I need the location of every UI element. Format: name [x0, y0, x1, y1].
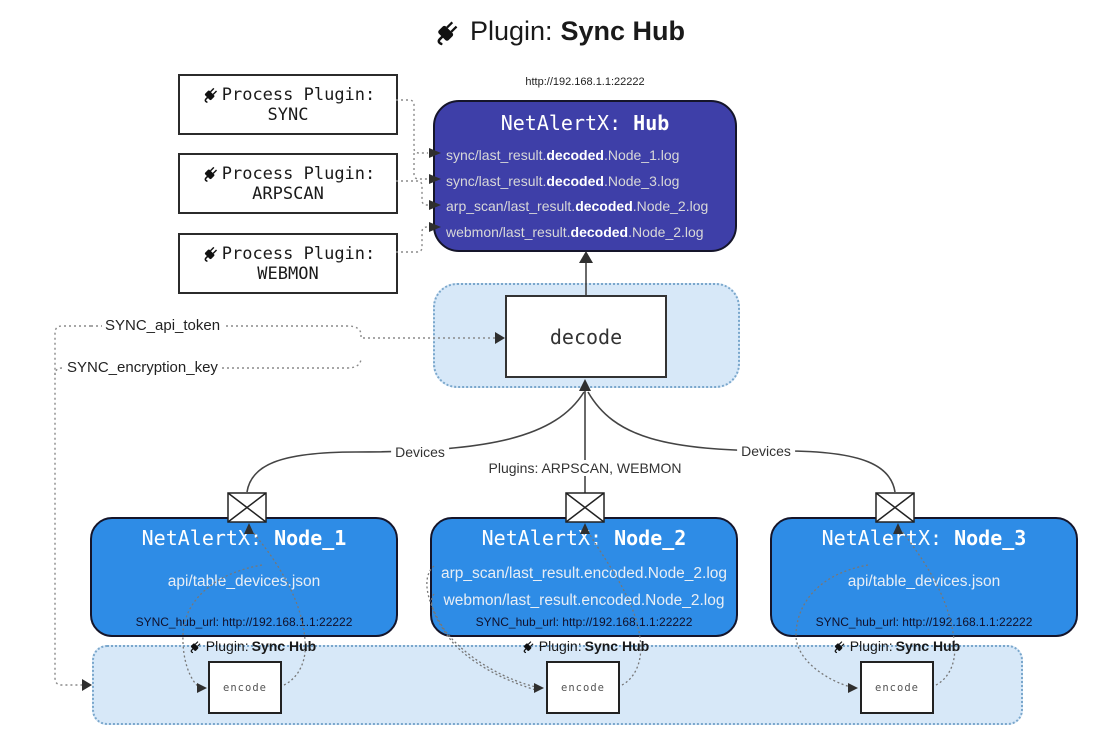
node3-box: NetAlertX: Node_3 api/table_devices.json…	[770, 517, 1078, 637]
plug-icon	[520, 639, 536, 654]
node1-box: NetAlertX: Node_1 api/table_devices.json…	[90, 517, 398, 637]
hub-title-pre: NetAlertX:	[500, 111, 634, 135]
process-plugin-name: SYNC	[267, 104, 309, 125]
node-title: NetAlertX: Node_1	[141, 526, 347, 550]
node-footer: SYNC_hub_url: http://192.168.1.1:22222	[135, 615, 353, 629]
hub-log-line: webmon/last_result.decoded.Node_2.log	[446, 223, 704, 240]
devices-edge-label-left: Devices	[391, 444, 449, 460]
devices-edge-label-right: Devices	[737, 443, 795, 459]
process-plugin-arpscan-box: Process Plugin: ARPSCAN	[178, 153, 398, 214]
plug-icon	[200, 164, 219, 183]
node-title: NetAlertX: Node_2	[481, 526, 687, 550]
title-bold: Sync Hub	[560, 16, 686, 46]
plug-icon	[431, 17, 461, 47]
process-plugin-name: ARPSCAN	[252, 183, 324, 204]
plug-icon	[200, 244, 219, 263]
node2-box: NetAlertX: Node_2 arp_scan/last_result.e…	[430, 517, 738, 637]
band-plugin-label: Plugin:Sync Hub	[831, 638, 960, 654]
band-plugin-label: Plugin:Sync Hub	[520, 638, 649, 654]
process-plugin-label: Process Plugin:	[221, 84, 376, 105]
node-footer: SYNC_hub_url: http://192.168.1.1:22222	[475, 615, 693, 629]
node-file-line: api/table_devices.json	[167, 573, 321, 590]
node-title: NetAlertX: Node_3	[821, 526, 1027, 550]
decode-box: decode	[505, 295, 667, 378]
node-footer: SYNC_hub_url: http://192.168.1.1:22222	[815, 615, 1033, 629]
page-title: Plugin: Sync Hub	[0, 16, 1117, 47]
plug-icon	[200, 85, 219, 104]
hub-box: NetAlertX: Hub sync/last_result.decoded.…	[433, 100, 737, 252]
encode-box-node1: encode	[208, 661, 282, 714]
sync-encryption-key-label: SYNC_encryption_key	[64, 359, 221, 376]
sync-api-token-label: SYNC_api_token	[102, 317, 224, 334]
hub-log-line: sync/last_result.decoded.Node_1.log	[446, 147, 680, 163]
hub-title: NetAlertX: Hub	[435, 111, 735, 135]
title-prefix: Plugin:	[469, 16, 553, 46]
hub-url-label: http://192.168.1.1:22222	[525, 76, 645, 88]
process-plugin-sync-box: Process Plugin: SYNC	[178, 74, 398, 135]
process-plugin-label: Process Plugin:	[221, 243, 376, 264]
hub-log-list: sync/last_result.decoded.Node_1.log sync…	[435, 143, 735, 245]
hub-log-line: sync/last_result.decoded.Node_3.log	[446, 172, 680, 189]
band-plugin-label: Plugin:Sync Hub	[187, 638, 316, 654]
node-file-line: webmon/last_result.encoded.Node_2.log	[443, 592, 725, 609]
plug-icon	[187, 639, 203, 654]
plugin-to-hub-dotted-links	[396, 99, 428, 253]
process-plugin-webmon-box: Process Plugin: WEBMON	[178, 233, 398, 294]
plugins-edge-label: Plugins: ARPSCAN, WEBMON	[484, 460, 686, 476]
encode-box-node3: encode	[860, 661, 934, 714]
node-file-line: api/table_devices.json	[847, 573, 1001, 590]
process-plugin-name: WEBMON	[257, 263, 319, 284]
plug-icon	[831, 639, 847, 654]
encode-box-node2: encode	[546, 661, 620, 714]
hub-log-line: arp_scan/last_result.decoded.Node_2.log	[446, 198, 709, 214]
hub-title-bold: Hub	[633, 111, 670, 135]
process-plugin-label: Process Plugin:	[221, 163, 376, 184]
node-file-line: arp_scan/last_result.encoded.Node_2.log	[440, 565, 728, 582]
